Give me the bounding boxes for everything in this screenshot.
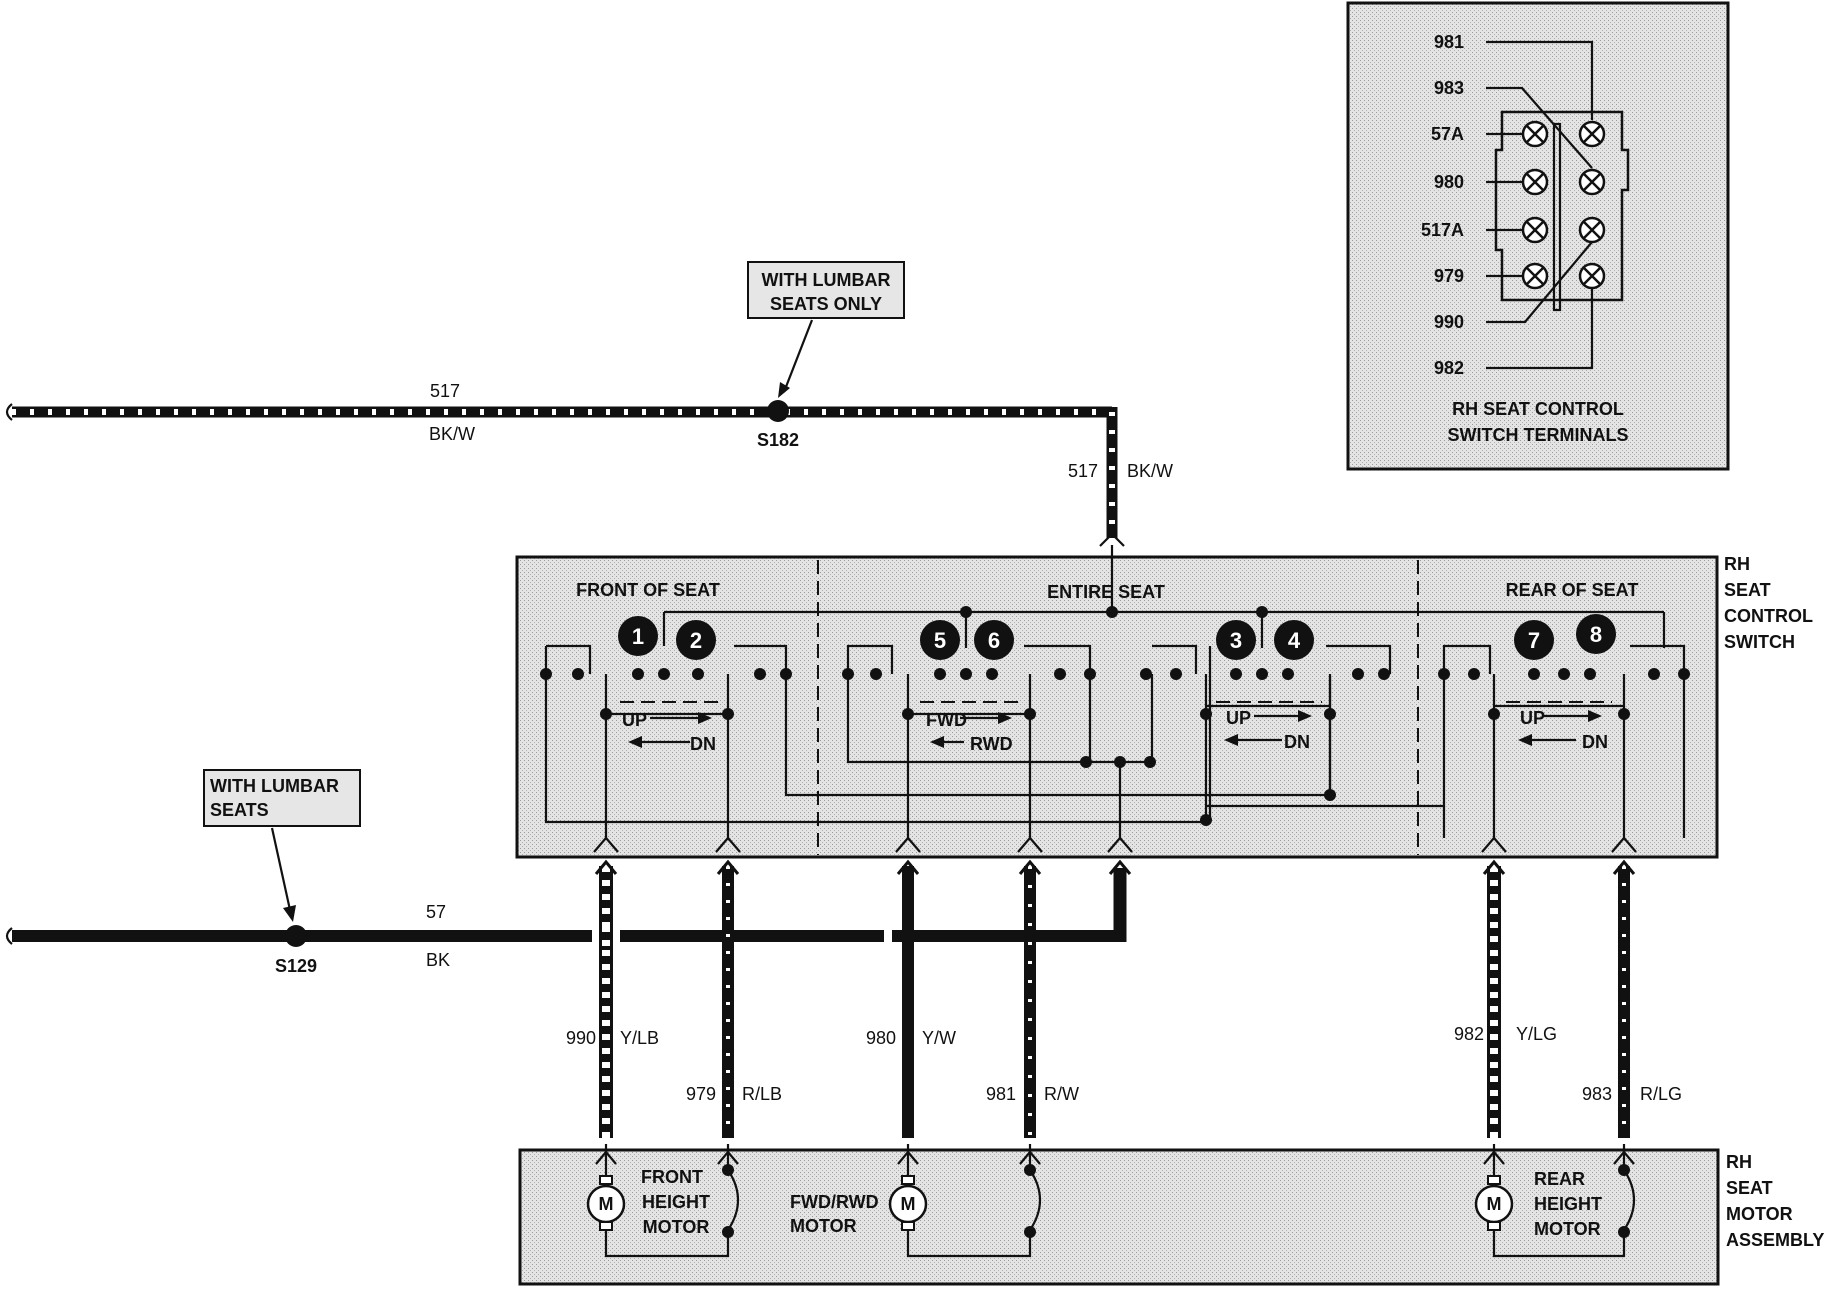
terminal-980: 980 [1434,172,1464,192]
wire-981-number: 981 [986,1084,1016,1104]
wire-980-color: Y/W [922,1028,956,1048]
marker-7: 7 [1528,628,1540,653]
wire-517-color: BK/W [429,424,475,444]
rear-height-motor-line3: MOTOR [1534,1219,1601,1239]
rear-height-motor-line2: HEIGHT [1534,1194,1602,1214]
splice-s182-dot [767,400,789,422]
svg-text:WITH LUMBAR: WITH LUMBAR [210,776,339,796]
wire-990-number: 990 [566,1028,596,1048]
svg-text:SEATS: SEATS [210,800,269,820]
wire-982-number: 982 [1454,1024,1484,1044]
svg-text:CONTROL: CONTROL [1724,606,1813,626]
terminal-57a: 57A [1431,124,1464,144]
note-lumbar-seats-only: WITH LUMBAR SEATS ONLY [747,261,905,398]
switch-terminals-inset: 981 983 57A 980 517A 979 990 982 RH SEAT… [1346,1,1730,471]
entire-fwd-label: FWD [926,710,967,730]
section-rear-of-seat: REAR OF SEAT [1506,580,1639,600]
splice-s182-label: S182 [757,430,799,450]
seat-control-switch: FRONT OF SEAT ENTIRE SEAT REAR OF SEAT [515,545,1719,859]
section-front-of-seat: FRONT OF SEAT [576,580,720,600]
motor-assembly-label: RH SEAT MOTOR ASSEMBLY [1726,1152,1824,1250]
entire-dn-label: DN [1284,732,1310,752]
fwd-rwd-motor-line1: FWD/RWD [790,1192,879,1212]
rear-height-motor-icon: M [1474,1175,1514,1231]
wire-517-drop-number: 517 [1068,461,1098,481]
marker-5: 5 [934,628,946,653]
front-height-motor-line3: MOTOR [643,1217,710,1237]
front-dn-label: DN [690,734,716,754]
marker-4: 4 [1288,628,1301,653]
wire-517-number: 517 [430,381,460,401]
svg-text:M: M [599,1194,614,1214]
switch-position-markers: 1 2 5 6 3 4 7 8 [618,614,1616,660]
section-entire-seat: ENTIRE SEAT [1047,582,1165,602]
marker-2: 2 [690,628,702,653]
terminal-983: 983 [1434,78,1464,98]
front-height-motor-line2: HEIGHT [642,1192,710,1212]
wire-990-color: Y/LB [620,1028,659,1048]
seat-motor-assembly: M M M FRONT HEIGHT MOTOR FWD/RWD MOTOR R… [518,1144,1720,1286]
rear-dn-label: DN [1582,732,1608,752]
fwd-rwd-motor-line2: MOTOR [790,1216,857,1236]
switch-connector-pins [593,836,1637,853]
switch-internal-wiring [544,545,1686,838]
wire-517-drop-color: BK/W [1127,461,1173,481]
marker-6: 6 [988,628,1000,653]
switch-label: RH SEAT CONTROL SWITCH [1724,554,1813,652]
circuit-57: 57 BK S129 [5,868,1127,976]
svg-text:M: M [1487,1194,1502,1214]
front-height-motor-icon: M [586,1175,626,1231]
terminal-symbols [1521,120,1606,290]
svg-text:SEATS ONLY: SEATS ONLY [770,294,882,314]
wire-57-number: 57 [426,902,446,922]
note-lumbar-seats: WITH LUMBAR SEATS [203,769,361,922]
svg-text:SEAT: SEAT [1726,1178,1773,1198]
terminal-979: 979 [1434,266,1464,286]
circuit-517: 517 BK/W S182 517 BK/W [5,381,1173,547]
splice-s129-label: S129 [275,956,317,976]
terminal-981: 981 [1434,32,1464,52]
terminal-990: 990 [1434,312,1464,332]
fwd-rwd-motor-icon: M [888,1175,928,1231]
terminal-517a: 517A [1421,220,1464,240]
front-height-motor-line1: FRONT [641,1167,703,1187]
wire-983-color: R/LG [1640,1084,1682,1104]
switch-contacts [540,606,1690,826]
wire-979-color: R/LB [742,1084,782,1104]
wire-979-number: 979 [686,1084,716,1104]
rear-up-label: UP [1520,708,1545,728]
terminal-982: 982 [1434,358,1464,378]
wire-57-color: BK [426,950,450,970]
rear-height-motor-line1: REAR [1534,1169,1585,1189]
entire-up-label: UP [1226,708,1251,728]
svg-text:M: M [901,1194,916,1214]
entire-rwd-label: RWD [970,734,1013,754]
terminal-labels: 981 983 57A 980 517A 979 990 982 [1421,32,1464,378]
direction-arrows [620,701,1612,748]
front-up-label: UP [622,710,647,730]
svg-text:ASSEMBLY: ASSEMBLY [1726,1230,1824,1250]
wire-980-number: 980 [866,1028,896,1048]
svg-text:MOTOR: MOTOR [1726,1204,1793,1224]
motor-feed-wires [592,859,1636,1138]
inset-title-line1: RH SEAT CONTROL [1452,399,1624,419]
marker-3: 3 [1230,628,1242,653]
wire-981-color: R/W [1044,1084,1079,1104]
svg-text:WITH LUMBAR: WITH LUMBAR [762,270,891,290]
splice-s129-dot [285,925,307,947]
terminal-leaders [1486,40,1594,370]
motor-wire-labels: 990 Y/LB 979 R/LB 980 Y/W 981 R/W 982 Y/… [566,1024,1682,1104]
svg-text:SWITCH: SWITCH [1724,632,1795,652]
wire-983-number: 983 [1582,1084,1612,1104]
svg-text:RH: RH [1726,1152,1752,1172]
svg-text:RH: RH [1724,554,1750,574]
marker-1: 1 [632,624,644,649]
svg-text:SEAT: SEAT [1724,580,1771,600]
inset-title-line2: SWITCH TERMINALS [1448,425,1629,445]
marker-8: 8 [1590,622,1602,647]
wire-982-color: Y/LG [1516,1024,1557,1044]
